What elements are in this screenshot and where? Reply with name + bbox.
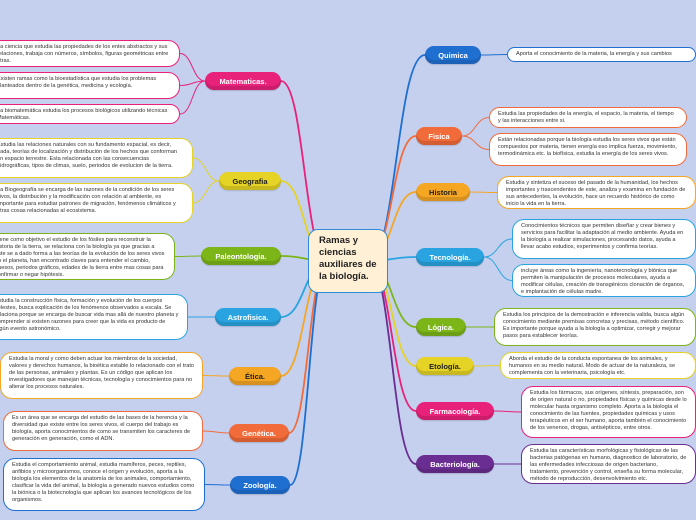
branch-quimica[interactable]: Quimica xyxy=(425,46,481,64)
leaf-geografia-biogeografia: La Biogeografía se encarga de las razone… xyxy=(0,183,193,223)
leaf-connector-historia-0 xyxy=(469,191,498,193)
leaf-connector-matematicas-2 xyxy=(179,80,206,115)
leaf-etologia-definition: Aborda el estudio de la conducta esponta… xyxy=(500,352,696,379)
leaf-matematicas-definition: La ciencia que estudia las propiedades d… xyxy=(0,40,180,67)
leaf-quimica-definition: Aporta el conocimiento de la materia, la… xyxy=(507,47,696,62)
branch-zoologia[interactable]: Zoología. xyxy=(230,476,290,494)
leaf-matematicas-bioestadistica: Existen ramas como la bioestadística que… xyxy=(0,72,180,99)
leaf-connector-geografia-0 xyxy=(192,157,220,182)
leaf-genetica-definition: Es un área que se encarga del estudio de… xyxy=(3,411,203,451)
leaf-farmacologia-definition: Estudia los fármacos, sus orígenes, sínt… xyxy=(521,386,696,438)
leaf-paleontologia-definition: Tiene como objetivo el estudio de los fó… xyxy=(0,233,175,280)
branch-fisica[interactable]: Fisica xyxy=(416,127,462,145)
leaf-astrofisica-definition: Estudia la construcción física, formació… xyxy=(0,294,188,340)
branch-tecnologia[interactable]: Tecnología. xyxy=(416,248,484,266)
leaf-bacteriologia-definition: Estudia las características morfológicas… xyxy=(521,444,696,484)
leaf-tecnologia-nanotecnologia: incluye áreas como la ingeniería, nanote… xyxy=(512,264,696,297)
branch-bacteriologia[interactable]: Bacteriología. xyxy=(416,455,494,473)
leaf-logica-definition: Estudia los principios de la demostració… xyxy=(494,308,696,346)
branch-matematicas[interactable]: Matematicas. xyxy=(205,72,281,90)
leaf-connector-tecnologia-0 xyxy=(483,238,513,258)
leaf-connector-lines xyxy=(174,53,522,486)
branch-paleontologia[interactable]: Paleontologia. xyxy=(201,247,281,265)
leaf-etica-definition: Estudia la moral y como deben actuar los… xyxy=(0,352,203,399)
branch-genetica[interactable]: Genética. xyxy=(229,424,289,442)
leaf-connector-matematicas-0 xyxy=(179,53,206,82)
leaf-connector-tecnologia-1 xyxy=(483,256,513,281)
branch-historia[interactable]: Historia xyxy=(416,183,470,201)
leaf-connector-fisica-1 xyxy=(461,135,490,150)
leaf-connector-etica-0 xyxy=(202,375,230,377)
branch-geografia[interactable]: Geografia xyxy=(219,172,281,190)
leaf-connector-paleontologia-0 xyxy=(174,255,202,257)
leaf-tecnologia-definition: Conocimientos técnicos que permiten dise… xyxy=(512,219,696,259)
leaf-connector-geografia-1 xyxy=(192,180,220,204)
leaf-fisica-biofisica: Están relacionadas porque la biología es… xyxy=(489,133,687,166)
leaf-connector-farmacologia-0 xyxy=(493,410,522,413)
leaf-zoologia-definition: Estudia el comportamiento animal, estudi… xyxy=(3,458,205,511)
leaf-geografia-definition: Estudia las relaciones naturales con su … xyxy=(0,138,193,178)
branch-etica[interactable]: Ética. xyxy=(229,367,281,385)
leaf-connector-etologia-0 xyxy=(473,365,501,367)
branch-astrofisica[interactable]: Astrofisica. xyxy=(215,308,281,326)
branch-logica[interactable]: Lógica. xyxy=(416,318,466,336)
leaf-historia-definition: Estudia y sintetiza el suceso del pasado… xyxy=(497,176,696,209)
central-topic[interactable]: Ramas y ciencias auxiliares de la biolog… xyxy=(308,229,388,293)
branch-farmacologia[interactable]: Farmacología. xyxy=(416,402,494,420)
leaf-fisica-definition: Estudia las propiedades de la energía, e… xyxy=(489,107,687,128)
leaf-connector-fisica-0 xyxy=(461,117,490,137)
leaf-matematicas-biomatematica: La biomatemática estudia los procesos bi… xyxy=(0,104,180,124)
leaf-connector-quimica-0 xyxy=(480,54,508,56)
leaf-connector-genetica-0 xyxy=(202,430,230,434)
branch-etologia[interactable]: Etología. xyxy=(416,357,474,375)
leaf-connector-zoologia-0 xyxy=(204,484,231,486)
